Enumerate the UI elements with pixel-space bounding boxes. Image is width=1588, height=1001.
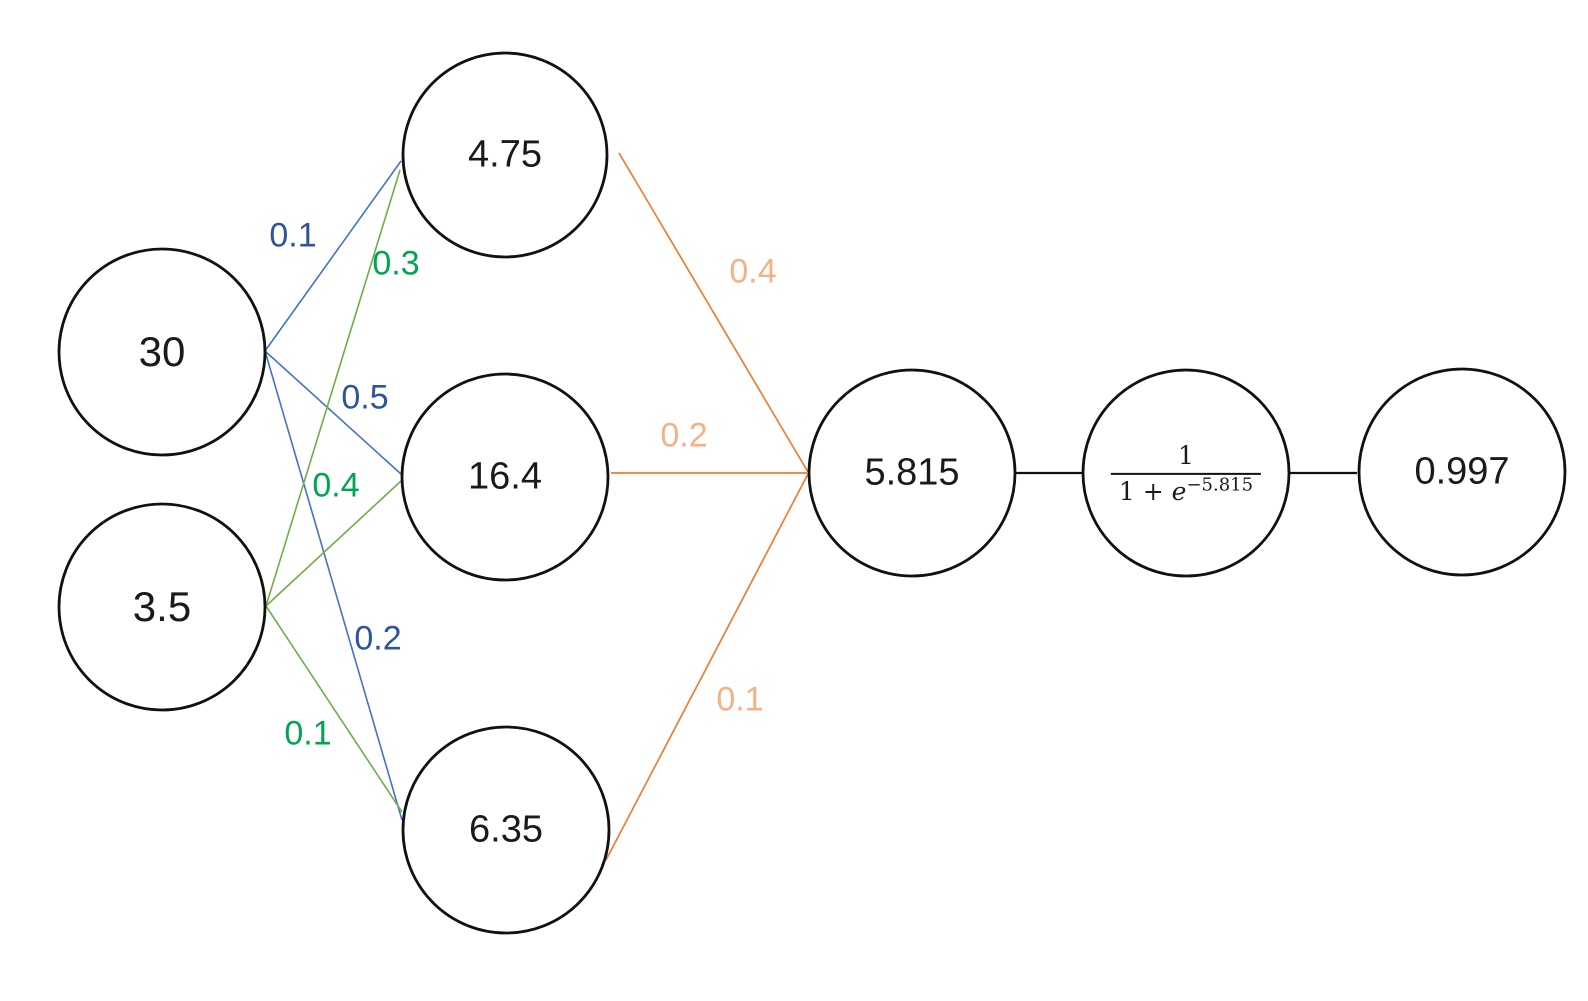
weight-input2-hidden2: 0.4 (312, 466, 360, 505)
input-node-1-circle (57, 247, 267, 457)
edge-input2-to-hidden2 (265, 480, 402, 607)
input-node-2-circle (57, 502, 267, 712)
weight-input2-hidden1: 0.3 (372, 244, 420, 283)
hidden-node-3-value: 6.35 (469, 808, 543, 851)
sigmoid-formula: 1 1 + e−5.815 (1110, 440, 1262, 506)
sigmoid-exponent: −5.815 (1186, 474, 1254, 496)
hidden-node-2-value: 16.4 (468, 455, 542, 498)
weight-input1-hidden2: 0.5 (341, 378, 389, 417)
input-node-1-value: 30 (138, 328, 186, 375)
weight-hidden2-sum: 0.2 (660, 416, 708, 455)
sigmoid-numerator: 1 (1178, 440, 1194, 470)
edge-hidden3-to-sum (605, 473, 809, 861)
sum-node-circle (807, 368, 1017, 578)
edge-input2-to-hidden1 (265, 169, 401, 607)
weight-input1-hidden1: 0.1 (269, 216, 317, 255)
edge-input1-to-hidden2 (264, 350, 402, 475)
output-node-circle (1357, 367, 1567, 577)
weight-input1-hidden3: 0.2 (354, 619, 402, 658)
edge-input1-to-hidden3 (264, 350, 403, 821)
hidden-node-3-circle (401, 725, 611, 935)
sum-node-value: 5.815 (864, 451, 960, 494)
weight-hidden1-sum: 0.4 (729, 252, 777, 291)
hidden-node-2-circle (400, 372, 610, 582)
edge-input2-to-hidden3 (265, 605, 403, 813)
sigmoid-denominator: 1 + e−5.815 (1110, 472, 1262, 506)
hidden-node-1-circle (401, 51, 609, 259)
euler-e: e (1171, 476, 1187, 506)
weight-hidden3-sum: 0.1 (716, 680, 764, 719)
output-node-value: 0.997 (1414, 450, 1510, 493)
edge-hidden1-to-sum (618, 152, 809, 473)
hidden-node-1-value: 4.75 (468, 133, 542, 176)
input-node-2-value: 3.5 (132, 583, 192, 630)
edge-input1-to-hidden1 (264, 160, 402, 352)
weight-input2-hidden3: 0.1 (284, 714, 332, 753)
